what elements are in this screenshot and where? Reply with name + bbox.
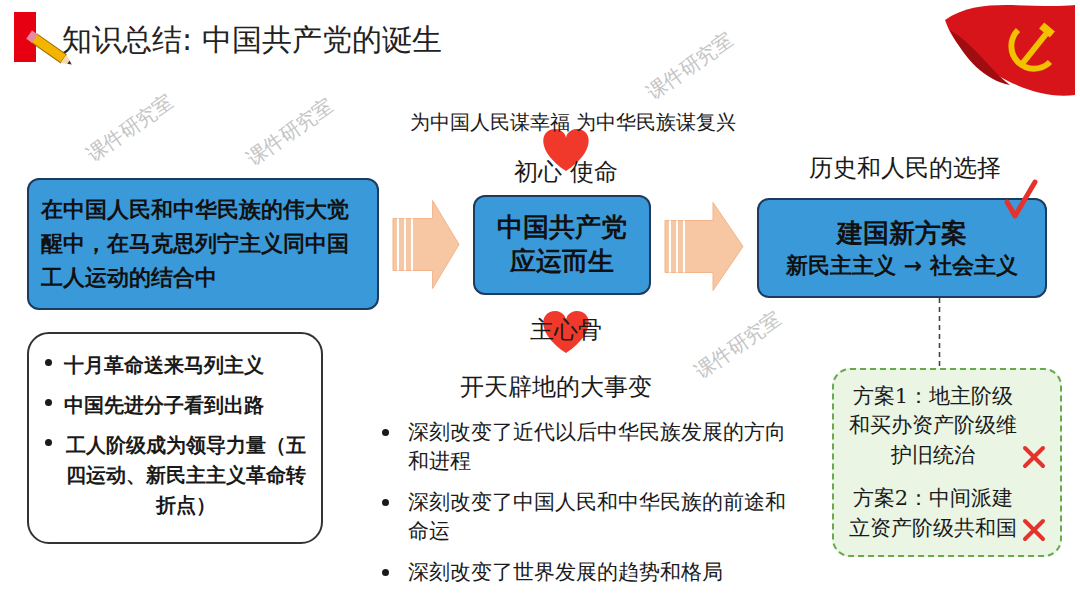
list-item: 中国先进分子看到出路 [43, 390, 307, 420]
list-item: 工人阶级成为领导力量（五四运动、新民主主义革命转折点） [43, 430, 307, 520]
bullet-dot [45, 399, 52, 406]
list-box: 十月革命送来马列主义中国先进分子看到出路工人阶级成为领导力量（五四运动、新民主主… [27, 332, 323, 544]
slide-title: 知识总结: 中国共产党的诞生 [62, 20, 442, 61]
dashed-connector [939, 298, 941, 368]
text-holder: 方案1：地主阶级和买办资产阶级维护旧统治 [844, 382, 1050, 470]
option-box: 方案1：地主阶级和买办资产阶级维护旧统治方案2：中间派建立资产阶级共和国 [832, 368, 1062, 557]
block-arrow [665, 203, 743, 291]
party-emblem [945, 5, 1075, 96]
arrow-stripe [676, 221, 678, 273]
watermark: 课件研究室 [689, 305, 786, 384]
bullet-text: 深刻改变了中国人民和中华民族的前途和命运 [408, 488, 786, 547]
bullet-dot [45, 439, 52, 446]
watermark: 课件研究室 [641, 26, 738, 105]
process-box: 中国共产党应运而生 [473, 195, 651, 295]
option-text: 方案1：地主阶级和买办资产阶级维护旧统治 [847, 382, 1019, 470]
arrow-stripe [404, 219, 406, 271]
bullet-dot [382, 499, 389, 506]
mission-text: 为中国人民谋幸福 为中华民族谋复兴 [410, 109, 736, 136]
bullet-text: 十月革命送来马列主义 [64, 350, 307, 380]
watermark: 课件研究室 [81, 88, 178, 167]
bullet-dot [382, 569, 389, 576]
box-text: 中国共产党应运而生 [487, 211, 637, 279]
block-arrow [393, 201, 459, 289]
box-text: 建国新方案 [769, 216, 1035, 251]
process-box: 建国新方案新民主主义 → 社会主义 [757, 198, 1047, 298]
box-text: 新民主主义 → 社会主义 [769, 251, 1035, 281]
watermark: 课件研究室 [241, 92, 338, 171]
bullet-dot [45, 359, 52, 366]
heading-text: 历史和人民的选择 [809, 152, 1001, 184]
cross-mark [1021, 517, 1047, 543]
section-heading: 开天辟地的大事变 [460, 371, 652, 403]
process-box: 在中国人民和中华民族的伟大觉醒中，在马克思列宁主义同中国工人运动的结合中 [27, 178, 379, 310]
bullet-text: 中国先进分子看到出路 [64, 390, 307, 420]
text-holder: 建国新方案 [769, 216, 1035, 251]
bullet-text: 深刻改变了近代以后中华民族发展的方向和进程 [408, 418, 786, 477]
heading-text: 主心骨 [530, 314, 602, 346]
heading-text: 初心 使命 [514, 156, 618, 188]
check-mark [1001, 178, 1041, 222]
arrow-stripe [411, 219, 413, 271]
list-item: 十月革命送来马列主义 [43, 350, 307, 380]
bullet-text: 深刻改变了世界发展的趋势和格局 [408, 558, 786, 587]
bullet-text: 工人阶级成为领导力量（五四运动、新民主主义革命转折点） [64, 430, 307, 520]
text-holder: 新民主主义 → 社会主义 [769, 251, 1035, 281]
arrow-stripe [683, 221, 685, 273]
bullet-dot [382, 429, 389, 436]
text-holder: 在中国人民和中华民族的伟大觉醒中，在马克思列宁主义同中国工人运动的结合中 [41, 193, 365, 295]
cross-mark [1021, 444, 1047, 470]
box-text: 在中国人民和中华民族的伟大觉醒中，在马克思列宁主义同中国工人运动的结合中 [41, 193, 365, 295]
option-text: 方案2：中间派建立资产阶级共和国 [847, 484, 1019, 543]
arrow-stripe [397, 219, 399, 271]
text-holder: 中国共产党应运而生 [487, 211, 637, 279]
arrow-stripe [669, 221, 671, 273]
text-holder: 方案2：中间派建立资产阶级共和国 [844, 484, 1050, 543]
